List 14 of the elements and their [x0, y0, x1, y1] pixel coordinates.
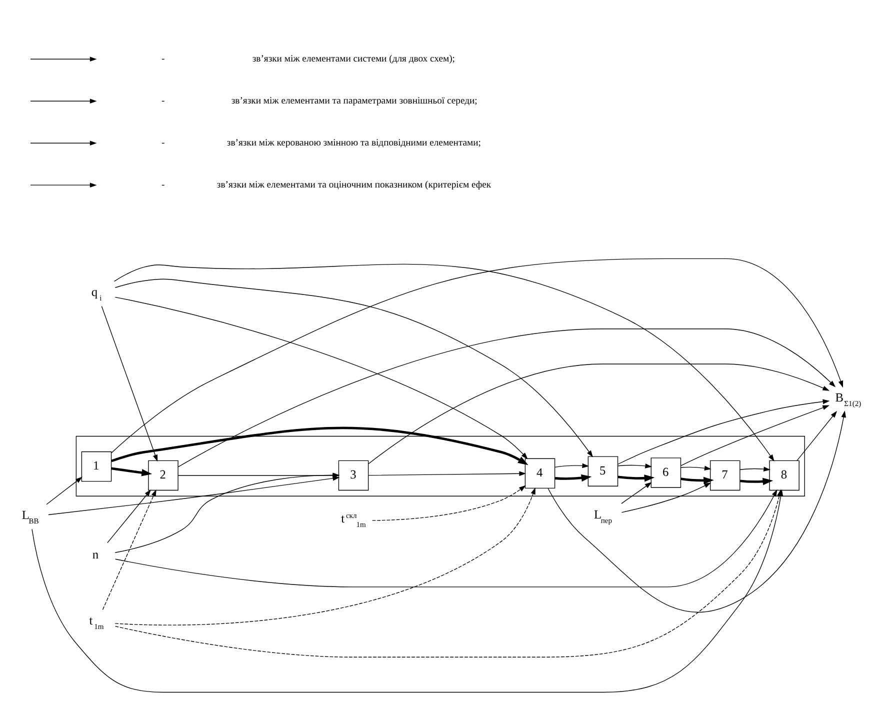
- node-text: L$_{пер}$: [594, 506, 612, 524]
- legend-label: зв’язки між елементами системи (для двох схем);: [252, 53, 455, 64]
- legend-label: зв’язки між елементами та оціночним показником (критерієм ефек: [216, 179, 492, 190]
- legend-label: зв’язки між керованою змінною та відповідними елементами;: [226, 137, 481, 148]
- label: -: [162, 95, 165, 106]
- node-text: q$_{i}$: [91, 284, 102, 302]
- node-text: B$_{Σ1(2)}$: [835, 390, 862, 408]
- node-text: L$_{BB}$: [22, 508, 39, 526]
- label: -: [162, 137, 165, 148]
- node-text: t$_{1m}$: [89, 612, 104, 630]
- label: -: [162, 179, 165, 190]
- node-text: n: [92, 546, 99, 561]
- legend-label: зв’язки між елементами та параметрами зовнішньої середи;: [231, 95, 478, 106]
- label: -: [162, 53, 165, 64]
